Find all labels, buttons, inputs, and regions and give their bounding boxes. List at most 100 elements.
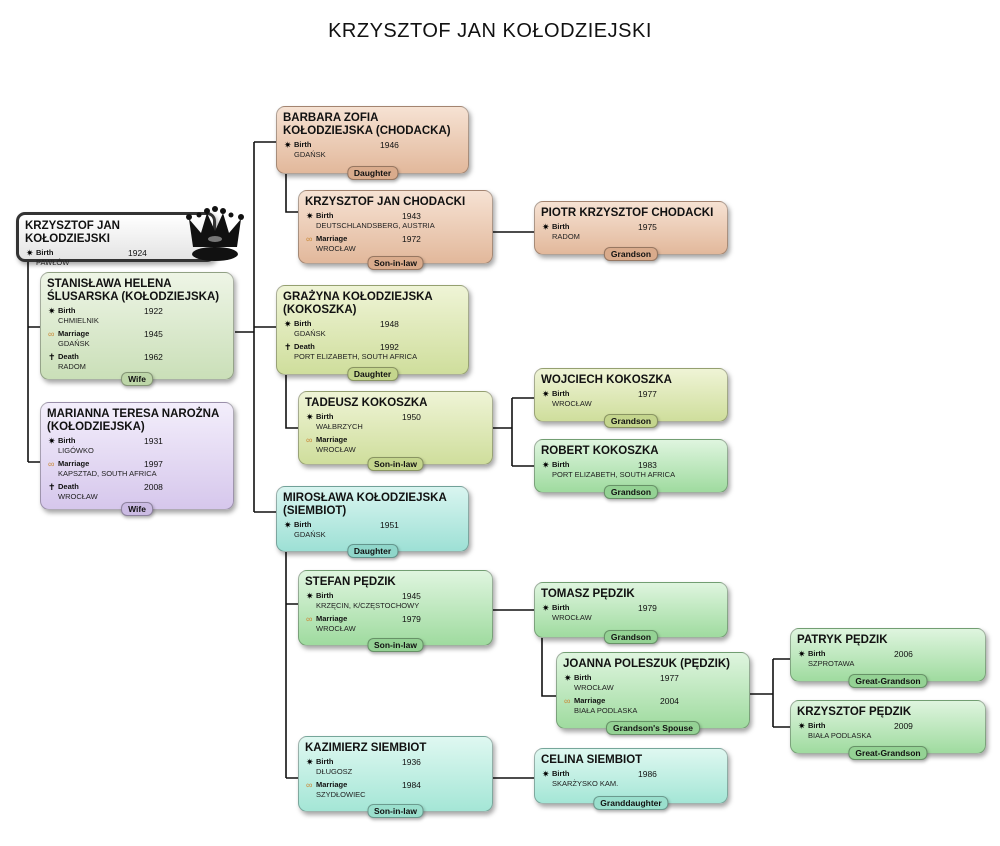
birth-row: ✷ Birth 1946 GDAŃSK: [283, 140, 462, 161]
star-icon: ✷: [306, 757, 314, 767]
relation-badge: Grandson: [603, 247, 659, 261]
marriage-year: 1972: [402, 234, 421, 244]
death-row: ✝ Death 2008 WROCŁAW: [47, 482, 227, 503]
birth-label: Birth: [574, 673, 592, 682]
birth-label: Birth: [294, 140, 312, 149]
rings-icon: ∞: [48, 459, 55, 469]
person-name: PATRYK PĘDZIK: [797, 634, 888, 646]
person-card-piotr[interactable]: PIOTR KRZYSZTOF CHODACKI ✷ Birth 1975 RA…: [534, 201, 728, 261]
person-card-krzysztof-chodacki[interactable]: KRZYSZTOF JAN CHODACKI ✷ Birth 1943 DEUT…: [298, 190, 493, 270]
birth-row: ✷ Birth 1975 RADOM: [541, 222, 721, 243]
death-label: Death: [58, 482, 79, 491]
person-card-patryk[interactable]: PATRYK PĘDZIK ✷ Birth 2006 SZPROTAWA Gre…: [790, 628, 986, 688]
rings-icon: ∞: [564, 696, 571, 706]
marriage-place: WROCŁAW: [316, 445, 356, 454]
birth-year: 1983: [638, 460, 657, 470]
death-label: Death: [294, 342, 315, 351]
marriage-row: ∞ Marriage WROCŁAW: [305, 435, 486, 456]
person-card-marianna[interactable]: MARIANNA TERESA NAROŻNA (KOŁODZIEJSKA) ✷…: [40, 402, 234, 516]
person-card-kazimierz[interactable]: KAZIMIERZ SIEMBIOT ✷ Birth 1936 DŁUGOSZ …: [298, 736, 493, 818]
birth-label: Birth: [808, 721, 826, 730]
person-name: TOMASZ PĘDZIK: [541, 588, 635, 600]
relation-badge: Granddaughter: [593, 796, 669, 810]
cross-icon: ✝: [284, 342, 292, 352]
birth-place: DEUTSCHLANDSBERG, AUSTRIA: [316, 221, 435, 230]
marriage-row: ∞ Marriage 1972 WROCŁAW: [305, 234, 486, 255]
birth-row: ✷ Birth 1948 GDAŃSK: [283, 319, 462, 340]
relation-badge: Son-in-law: [367, 638, 424, 652]
relation-badge: Great-Grandson: [848, 746, 928, 760]
birth-year: 1946: [380, 140, 399, 150]
birth-row: ✷ Birth 1986 SKARŻYSKO KAM.: [541, 769, 721, 790]
death-row: ✝ Death 1992 PORT ELIZABETH, SOUTH AFRIC…: [283, 342, 462, 363]
crown-icon: [186, 206, 244, 261]
person-name: STANISŁAWA HELENA ŚLUSARSKA (KOŁODZIEJSK…: [47, 278, 220, 303]
star-icon: ✷: [48, 436, 56, 446]
birth-place: LIGÓWKO: [58, 446, 94, 455]
birth-label: Birth: [36, 248, 54, 257]
birth-year: 1950: [402, 412, 421, 422]
birth-row: ✷ Birth 1924 PAWŁÓW: [25, 248, 207, 269]
person-card-wojciech[interactable]: WOJCIECH KOKOSZKA ✷ Birth 1977 WROCŁAW G…: [534, 368, 728, 428]
marriage-year: 1945: [144, 329, 163, 339]
birth-place: WROCŁAW: [552, 399, 592, 408]
birth-label: Birth: [808, 649, 826, 658]
person-card-barbara[interactable]: BARBARA ZOFIA KOŁODZIEJSKA (CHODACKA) ✷ …: [276, 106, 469, 180]
marriage-place: BIAŁA PODLASKA: [574, 706, 638, 715]
star-icon: ✷: [306, 591, 314, 601]
birth-place: SZPROTAWA: [808, 659, 855, 668]
person-card-krzysztof-pedzik[interactable]: KRZYSZTOF PĘDZIK ✷ Birth 2009 BIAŁA PODL…: [790, 700, 986, 760]
rings-icon: ∞: [306, 614, 313, 624]
birth-label: Birth: [58, 436, 76, 445]
person-card-celina[interactable]: CELINA SIEMBIOT ✷ Birth 1986 SKARŻYSKO K…: [534, 748, 728, 810]
person-name: KRZYSZTOF JAN CHODACKI: [305, 196, 466, 208]
person-name: MARIANNA TERESA NAROŻNA (KOŁODZIEJSKA): [47, 408, 219, 433]
birth-year: 1936: [402, 757, 421, 767]
person-card-tomasz[interactable]: TOMASZ PĘDZIK ✷ Birth 1979 WROCŁAW Grand…: [534, 582, 728, 644]
marriage-label: Marriage: [316, 234, 348, 243]
birth-row: ✷ Birth 1977 WROCŁAW: [563, 673, 743, 694]
marriage-year: 1984: [402, 780, 421, 790]
person-card-stanislawa[interactable]: STANISŁAWA HELENA ŚLUSARSKA (KOŁODZIEJSK…: [40, 272, 234, 386]
marriage-year: 1997: [144, 459, 163, 469]
birth-label: Birth: [316, 412, 334, 421]
cross-icon: ✝: [48, 352, 56, 362]
person-name: ROBERT KOKOSZKA: [541, 445, 659, 457]
birth-label: Birth: [58, 306, 76, 315]
birth-label: Birth: [552, 389, 570, 398]
death-place: WROCŁAW: [58, 492, 98, 501]
star-icon: ✷: [306, 412, 314, 422]
birth-label: Birth: [552, 460, 570, 469]
person-card-stefan[interactable]: STEFAN PĘDZIK ✷ Birth 1945 KRZĘCIN, K/CZ…: [298, 570, 493, 652]
person-card-tadeusz[interactable]: TADEUSZ KOKOSZKA ✷ Birth 1950 WAŁBRZYCH …: [298, 391, 493, 471]
birth-place: DŁUGOSZ: [316, 767, 353, 776]
birth-place: GDAŃSK: [294, 150, 326, 159]
person-name: KRZYSZTOF JAN KOŁODZIEJSKI: [25, 220, 120, 245]
marriage-place: KAPSZTAD, SOUTH AFRICA: [58, 469, 157, 478]
person-card-grazyna[interactable]: GRAŻYNA KOŁODZIEJSKA (KOKOSZKA) ✷ Birth …: [276, 285, 469, 381]
birth-year: 1948: [380, 319, 399, 329]
page-title: KRZYSZTOF JAN KOŁODZIEJSKI: [328, 20, 652, 42]
star-icon: ✷: [284, 140, 292, 150]
birth-year: 1951: [380, 520, 399, 530]
cross-icon: ✝: [48, 482, 56, 492]
birth-year: 1943: [402, 211, 421, 221]
relation-badge: Daughter: [346, 367, 399, 381]
birth-place: BIAŁA PODLASKA: [808, 731, 872, 740]
marriage-label: Marriage: [316, 780, 348, 789]
birth-row: ✷ Birth 1943 DEUTSCHLANDSBERG, AUSTRIA: [305, 211, 486, 232]
person-card-miroslawa[interactable]: MIROSŁAWA KOŁODZIEJSKA (SIEMBIOT) ✷ Birt…: [276, 486, 469, 558]
birth-year: 1922: [144, 306, 163, 316]
person-name: GRAŻYNA KOŁODZIEJSKA (KOKOSZKA): [283, 291, 433, 316]
birth-year: 2006: [894, 649, 913, 659]
star-icon: ✷: [48, 306, 56, 316]
person-card-joanna[interactable]: JOANNA POLESZUK (PĘDZIK) ✷ Birth 1977 WR…: [556, 652, 750, 735]
person-name: BARBARA ZOFIA KOŁODZIEJSKA (CHODACKA): [283, 112, 451, 137]
relation-badge: Wife: [121, 502, 153, 516]
birth-year: 1986: [638, 769, 657, 779]
relation-badge: Wife: [121, 372, 153, 386]
birth-place: GDAŃSK: [294, 530, 326, 539]
person-card-robert[interactable]: ROBERT KOKOSZKA ✷ Birth 1983 PORT ELIZAB…: [534, 439, 728, 499]
person-name: TADEUSZ KOKOSZKA: [305, 397, 428, 409]
star-icon: ✷: [542, 603, 550, 613]
